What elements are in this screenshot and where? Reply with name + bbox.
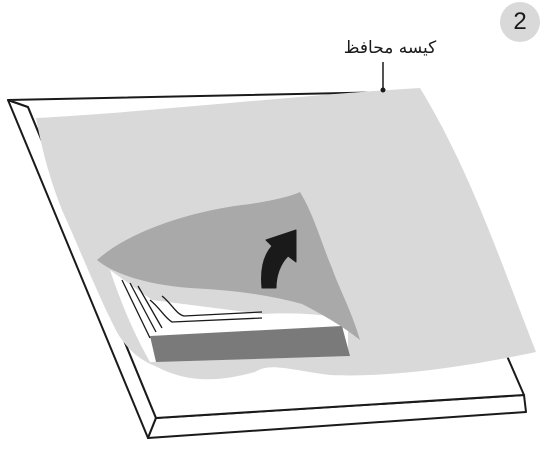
step-number-badge: 2 [500, 2, 540, 42]
callout-leader-dot [381, 88, 386, 93]
step-number: 2 [513, 8, 526, 36]
callout-label: كيسه محافظ [330, 38, 450, 58]
